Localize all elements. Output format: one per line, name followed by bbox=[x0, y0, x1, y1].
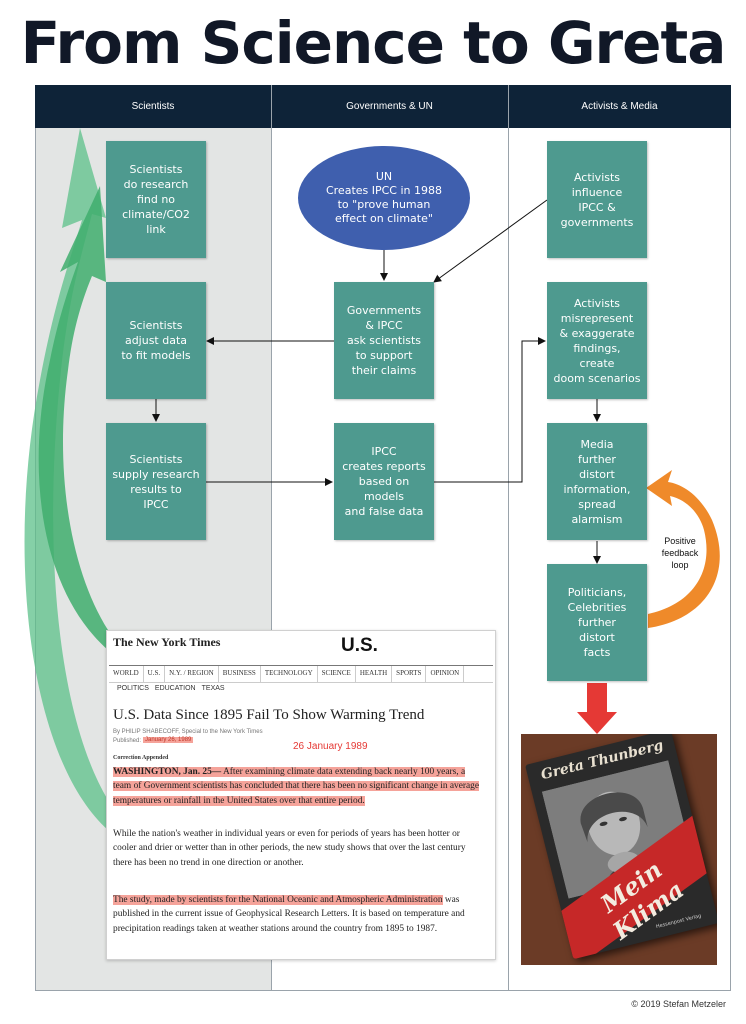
copyright-notice: © 2019 Stefan Metzeler bbox=[631, 999, 726, 1009]
un-oval: UN Creates IPCC in 1988 to "prove human … bbox=[298, 146, 470, 250]
subnav-item: EDUCATION bbox=[154, 685, 196, 692]
box-activists-influence: Activists influence IPCC & governments bbox=[547, 141, 647, 258]
article-paragraph-1: WASHINGTON, Jan. 25— After examining cli… bbox=[113, 765, 485, 808]
newspaper-subnav: POLITICS EDUCATION TEXAS bbox=[117, 685, 225, 692]
box-ipcc-reports: IPCC creates reports based on models and… bbox=[334, 423, 434, 540]
nav-item: SCIENCE bbox=[318, 666, 356, 682]
nyt-logo: The New York Times bbox=[113, 635, 221, 649]
newspaper-byline: By PHILIP SHABECOFF, Special to the New … bbox=[113, 729, 263, 735]
correction-note: Correction Appended bbox=[113, 755, 169, 761]
nav-item: OPINION bbox=[426, 666, 465, 682]
lane-separator bbox=[508, 85, 509, 991]
box-scientists-supply: Scientists supply research results to IP… bbox=[106, 423, 206, 540]
published-label: Published: bbox=[113, 738, 142, 744]
highlighted-text: The study, made by scientists for the Na… bbox=[113, 895, 443, 905]
nav-item: BUSINESS bbox=[219, 666, 261, 682]
published-date: January 26, 1989 bbox=[143, 737, 194, 743]
article-paragraph-2: While the nation's weather in individual… bbox=[113, 829, 466, 868]
subnav-item: TEXAS bbox=[201, 685, 225, 692]
nav-item: TECHNOLOGY bbox=[261, 666, 318, 682]
box-activists-misrepresent: Activists misrepresent & exaggerate find… bbox=[547, 282, 647, 399]
book-cover: Greta Thunberg Mein Klima Hessenpost Ver… bbox=[525, 734, 717, 960]
newspaper-nav: WORLD U.S. N.Y. / REGION BUSINESS TECHNO… bbox=[109, 665, 493, 683]
box-governments-ipcc: Governments & IPCC ask scientists to sup… bbox=[334, 282, 434, 399]
red-down-arrow bbox=[577, 683, 617, 734]
connector-reports-to-misrepresent bbox=[434, 337, 546, 483]
lane-header-governments: Governments & UN bbox=[271, 85, 508, 128]
box-politicians: Politicians, Celebrities further distort… bbox=[547, 564, 647, 681]
feedback-loop-arrow bbox=[646, 470, 720, 628]
connector-activists-to-gov bbox=[433, 199, 548, 283]
box-media: Media further distort information, sprea… bbox=[547, 423, 647, 540]
newspaper-clipping: The New York Times U.S. WORLD U.S. N.Y. … bbox=[106, 630, 496, 960]
page-title: From Science to Greta bbox=[20, 9, 727, 77]
nav-item: WORLD bbox=[109, 666, 144, 682]
nav-item: N.Y. / REGION bbox=[165, 666, 219, 682]
lane-header-scientists: Scientists bbox=[35, 85, 271, 128]
lane-separator bbox=[271, 85, 272, 991]
nav-item: U.S. bbox=[144, 666, 166, 682]
newspaper-section: U.S. bbox=[341, 635, 378, 656]
box-scientists-research: Scientists do research find no climate/C… bbox=[106, 141, 206, 258]
newspaper-headline: U.S. Data Since 1895 Fail To Show Warmin… bbox=[113, 707, 425, 723]
article-paragraph-3: The study, made by scientists for the Na… bbox=[113, 893, 485, 936]
highlighted-text: After examining climate data extending b… bbox=[113, 767, 480, 806]
nav-item: HEALTH bbox=[356, 666, 393, 682]
lane-header-activists: Activists & Media bbox=[508, 85, 731, 128]
date-annotation: 26 January 1989 bbox=[293, 741, 368, 752]
dateline: WASHINGTON, Jan. 25— bbox=[113, 767, 222, 777]
book-photo: Greta Thunberg Mein Klima Hessenpost Ver… bbox=[521, 734, 717, 965]
green-arrow-outer bbox=[24, 128, 108, 830]
feedback-loop-label: Positive feedback loop bbox=[661, 536, 699, 570]
nav-item: SPORTS bbox=[392, 666, 427, 682]
paragraph-text: was published in the current issue of Ge… bbox=[113, 895, 465, 934]
subnav-item: POLITICS bbox=[117, 685, 149, 692]
green-arrow-inner bbox=[38, 186, 108, 650]
box-scientists-adjust: Scientists adjust data to fit models bbox=[106, 282, 206, 399]
